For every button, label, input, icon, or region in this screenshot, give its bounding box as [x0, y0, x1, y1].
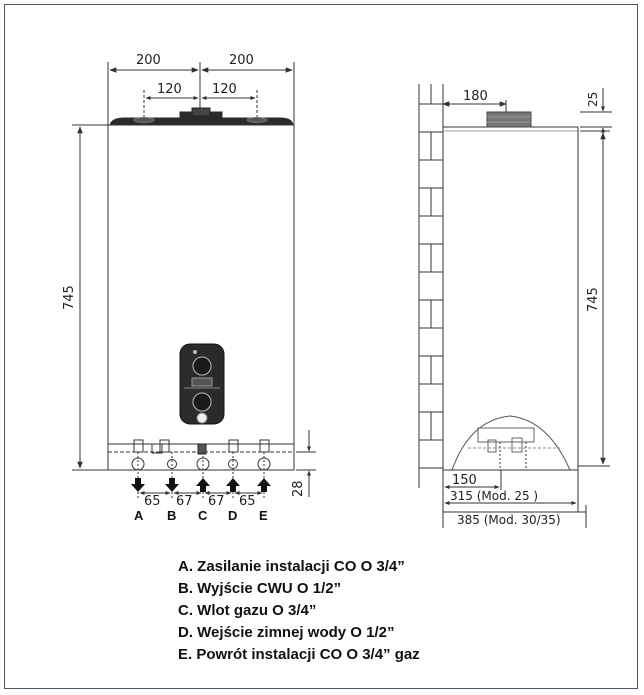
dim-depth-mod25: 315 (Mod. 25 )	[450, 489, 538, 503]
connection-label-b: B	[167, 508, 176, 523]
dim-side-height: 745	[586, 287, 601, 312]
legend-item-d: D. Wejście zimnej wody O 1/2”	[178, 624, 395, 641]
dim-top-offset: 180	[463, 89, 488, 104]
spacing-de: 65	[239, 494, 256, 509]
front-view	[72, 62, 316, 498]
connection-label-e: E	[259, 508, 268, 523]
arrow-c-up	[196, 478, 210, 492]
legend-item-e: E. Powrót instalacji CO O 3/4” gaz	[178, 646, 420, 663]
dim-front-height: 745	[62, 285, 77, 310]
connection-label-d: D	[228, 508, 237, 523]
legend-item-a: A. Zasilanie instalacji CO O 3/4”	[178, 558, 405, 575]
dim-fitting-right: 120	[212, 82, 237, 97]
arrow-b-down	[165, 478, 179, 492]
arrow-e-up	[257, 478, 271, 492]
legend-item-c: C. Wlot gazu O 3/4”	[178, 602, 317, 619]
dim-top-height: 25	[586, 92, 600, 107]
dim-bottom: 28	[291, 480, 306, 497]
arrow-a-down	[131, 478, 145, 492]
dim-fitting-left: 120	[157, 82, 182, 97]
spacing-cd: 67	[208, 494, 225, 509]
flow-arrows	[131, 478, 271, 492]
arrow-d-up	[226, 478, 240, 492]
side-view	[418, 84, 612, 528]
dim-width-right: 200	[229, 53, 254, 68]
connection-label-c: C	[198, 508, 208, 523]
dim-depth-150: 150	[452, 473, 477, 488]
legend-item-b: B. Wyjście CWU O 1/2”	[178, 580, 342, 597]
connection-fittings	[131, 439, 271, 498]
spacing-ab: 65	[144, 494, 161, 509]
dim-width-left: 200	[136, 53, 161, 68]
connection-label-a: A	[134, 508, 144, 523]
spacing-bc: 67	[176, 494, 193, 509]
dim-depth-mod3035: 385 (Mod. 30/35)	[457, 513, 561, 527]
wall-bricks	[419, 84, 443, 469]
connection-legend: A. Zasilanie instalacji CO O 3/4” B. Wyj…	[178, 556, 420, 666]
